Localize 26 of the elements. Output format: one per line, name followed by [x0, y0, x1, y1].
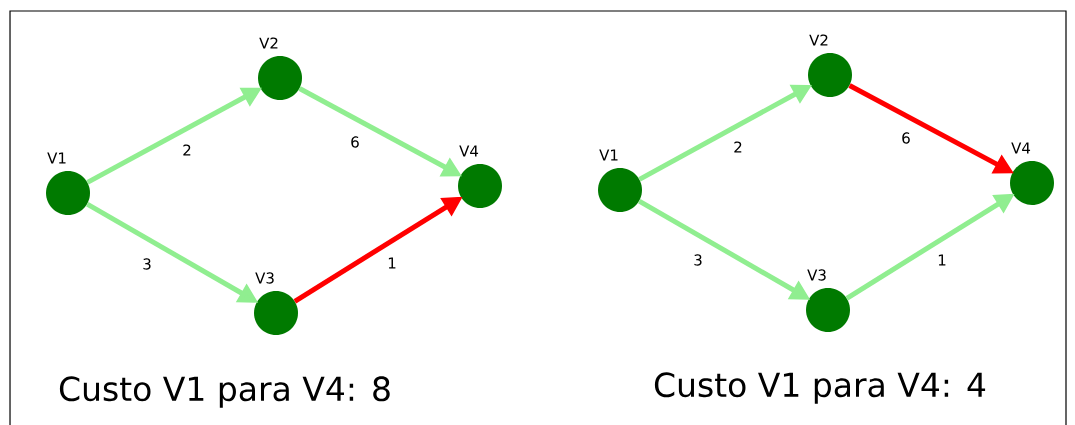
- caption: Custo V1 para V4: 4: [654, 372, 986, 404]
- edge-label: 1: [938, 254, 946, 266]
- vertex-circle: [254, 291, 298, 335]
- vertex-circle: [258, 56, 302, 100]
- edge-label: 3: [694, 254, 702, 266]
- vertex-label: V1: [599, 149, 618, 161]
- edge-label: 6: [902, 132, 910, 144]
- vertex-label: V4: [459, 145, 479, 157]
- edge-label: 2: [183, 144, 191, 156]
- edge-label: 3: [143, 258, 151, 270]
- edge-label: 2: [734, 141, 742, 153]
- vertex-label: V2: [259, 37, 278, 49]
- vertex-label: V2: [809, 34, 828, 46]
- vertex-circle: [808, 53, 852, 97]
- vertex-circle: [1010, 161, 1054, 205]
- vertex-label: V1: [47, 152, 66, 164]
- vertex-label: V3: [807, 269, 826, 281]
- edge-label: 1: [388, 257, 396, 269]
- vertex-circle: [46, 171, 90, 215]
- caption: Custo V1 para V4: 8: [59, 376, 390, 408]
- vertex-label: V4: [1011, 142, 1031, 154]
- edge-label: 6: [351, 136, 359, 148]
- vertex-circle: [806, 288, 850, 332]
- vertex-circle: [598, 168, 642, 212]
- vertex-label: V3: [255, 272, 274, 284]
- vertex-circle: [458, 164, 502, 208]
